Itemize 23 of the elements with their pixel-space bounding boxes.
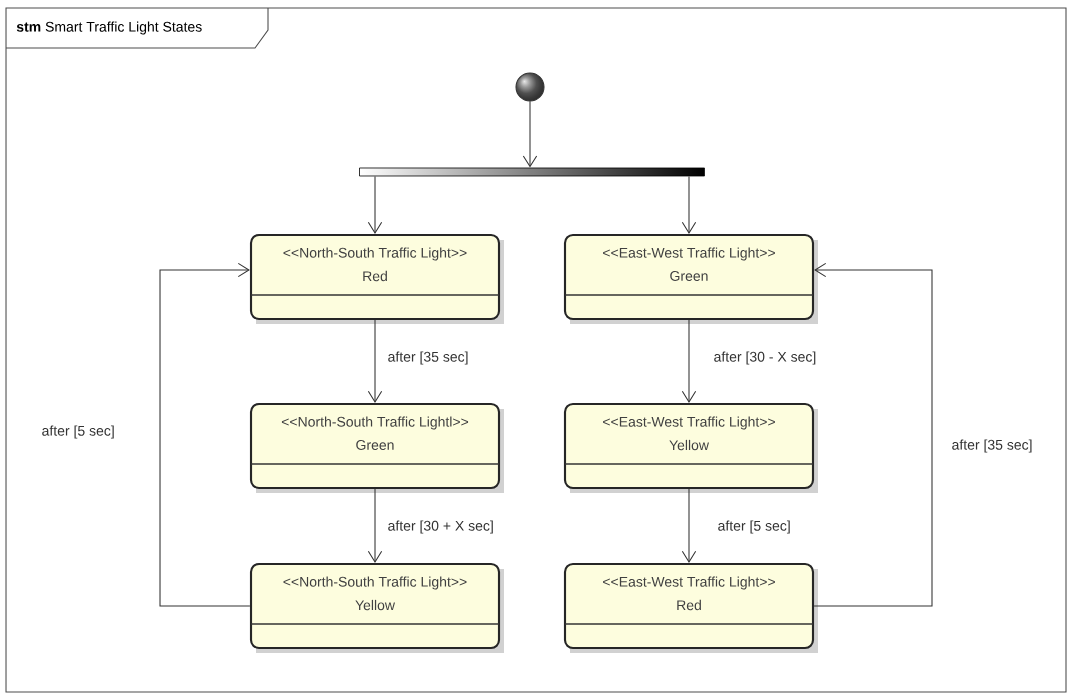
edge-label: after [30 - X sec] [714,351,816,365]
arrow [367,488,383,563]
state-box: <<North-South Traffic Light>> Yellow [249,562,504,653]
state-box: <<East-West Traffic Light>> Green [563,233,818,324]
state-box: <<East-West Traffic Light>> Red [563,562,818,653]
state-box: <<North-South Traffic Light>> Red [249,233,504,324]
initial-state [515,72,545,102]
edge-label: after [35 sec] [952,439,1032,453]
arrow [367,175,383,234]
edge-label: after [35 sec] [388,351,468,365]
arrow [681,175,697,234]
arrow [681,319,697,403]
edge-label: after [5 sec] [718,520,790,534]
state-box: <<North-South Traffic Lightl>> Green [249,402,504,493]
arrow [367,319,383,403]
arrow [522,100,538,168]
arrow [681,488,697,563]
arrow [813,262,933,607]
state-box: <<East-West Traffic Light>> Yellow [563,402,818,493]
fork-bar [359,167,705,177]
edge-label: after [5 sec] [42,425,114,439]
arrow [159,262,251,607]
edge-label: after [30 + X sec] [388,520,493,534]
